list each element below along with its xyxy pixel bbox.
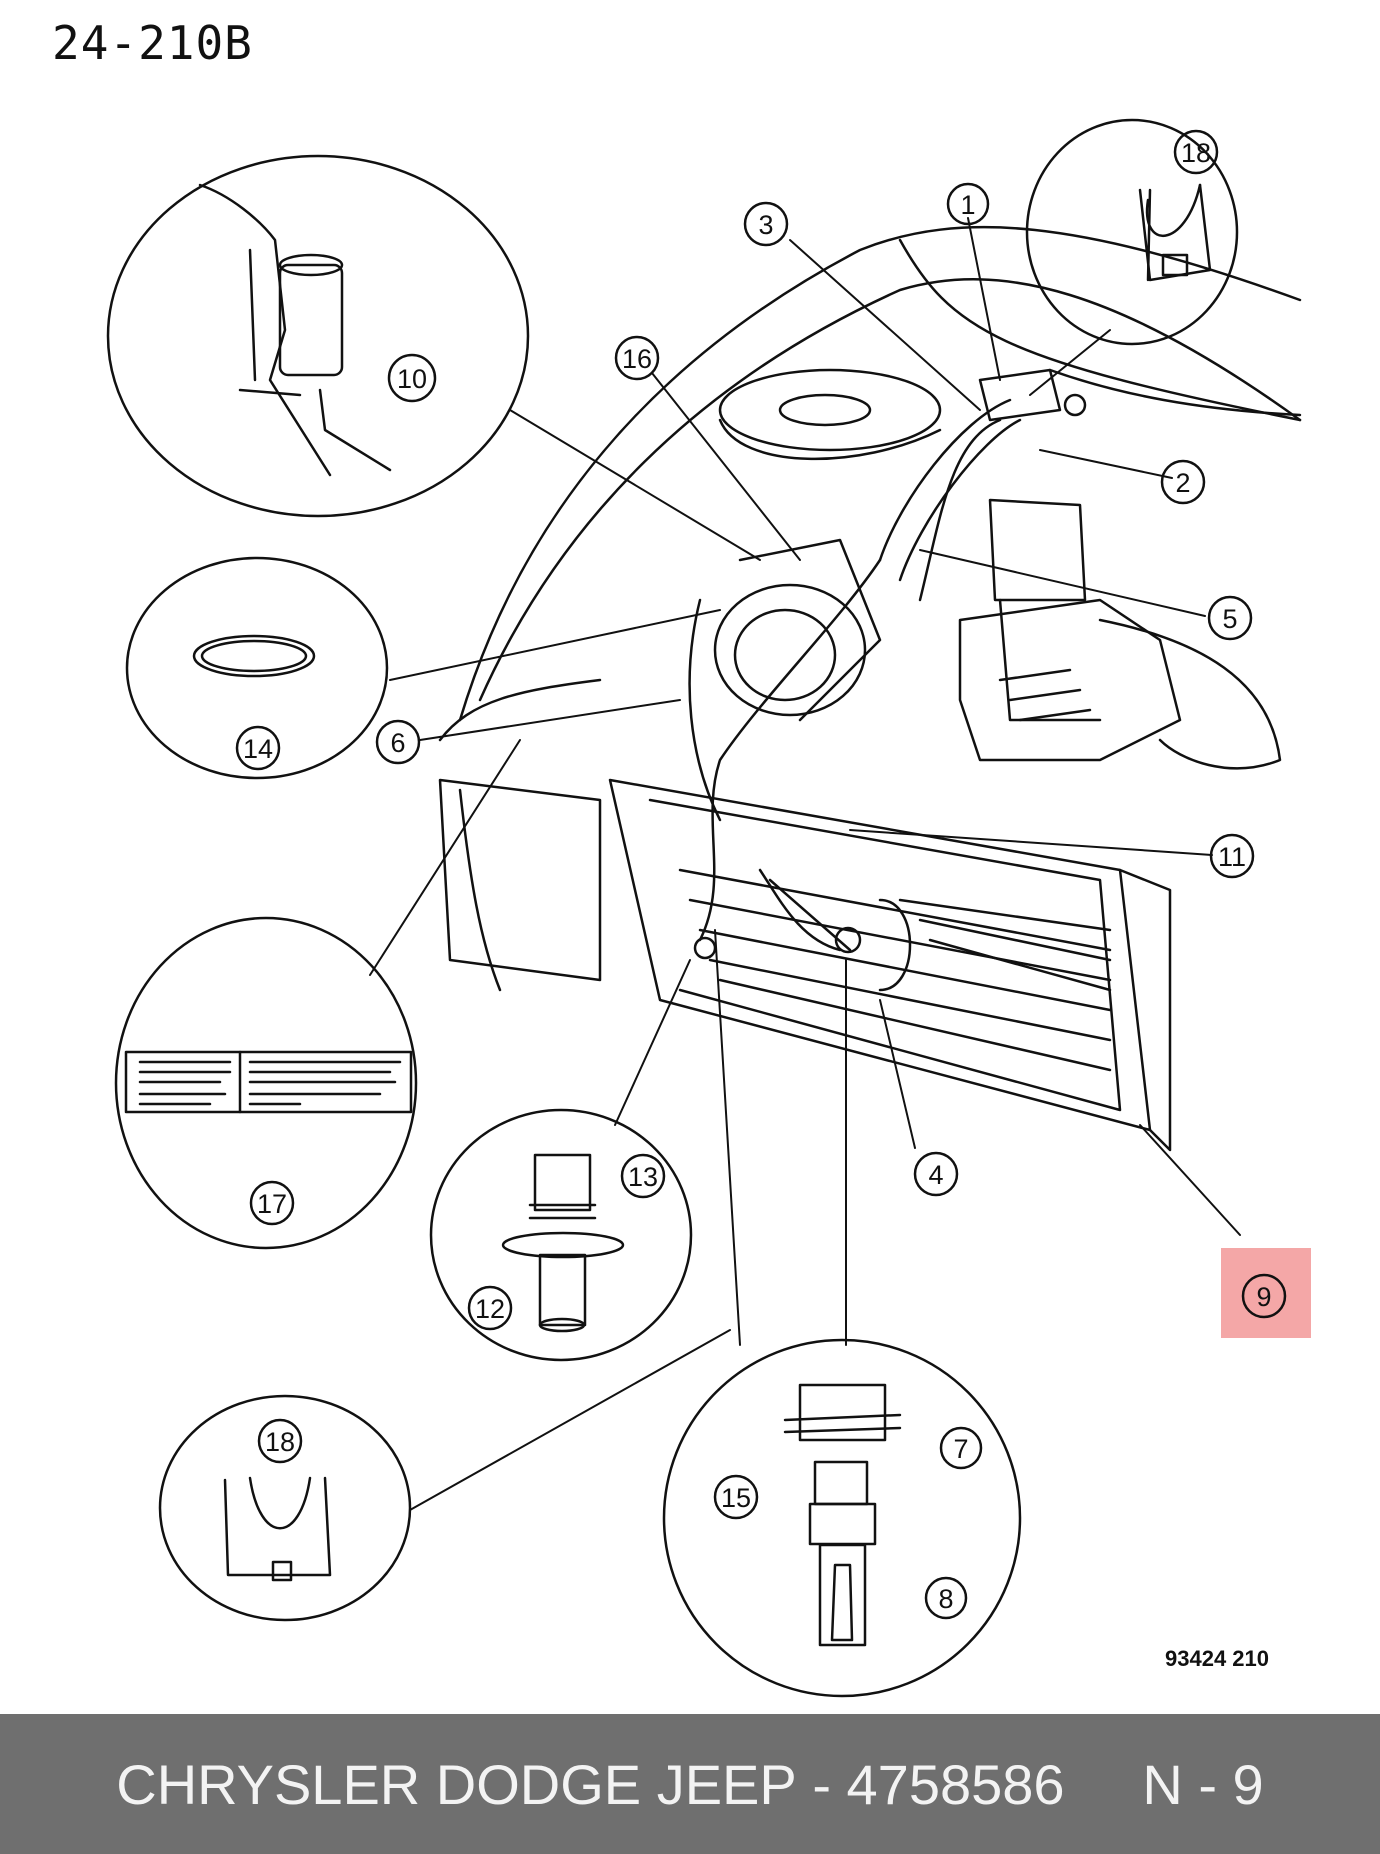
footer-index: N - 9 [1142, 1752, 1264, 1816]
svg-text:15: 15 [721, 1483, 751, 1513]
svg-text:16: 16 [622, 344, 652, 374]
detail-10-receiver-drier [106, 154, 530, 518]
svg-text:5: 5 [1222, 604, 1237, 634]
footer-brand: CHRYSLER DODGE JEEP [116, 1752, 797, 1816]
svg-text:6: 6 [390, 728, 405, 758]
callout-18-bottom: 18 [257, 1418, 303, 1464]
callout-17: 17 [249, 1180, 295, 1226]
callout-9: 9 [1241, 1273, 1287, 1319]
callout-10: 10 [387, 353, 437, 403]
engine-bay-drawing [438, 225, 1302, 1152]
svg-text:3: 3 [758, 210, 773, 240]
callouts: 1 2 3 4 5 6 7 8 9 10 11 12 13 14 15 16 1… [235, 129, 1287, 1620]
detail-17-caution-label [114, 916, 418, 1250]
footer-gap [1065, 1752, 1143, 1817]
svg-text:8: 8 [938, 1584, 953, 1614]
svg-text:7: 7 [953, 1434, 968, 1464]
detail-18-clip-top [1025, 118, 1239, 346]
callout-15: 15 [713, 1474, 759, 1520]
svg-text:11: 11 [1218, 842, 1246, 872]
callout-5: 5 [1207, 595, 1253, 641]
callout-highlight [1221, 1248, 1311, 1338]
page-code: 24-210B [52, 16, 253, 70]
footer-bar: CHRYSLER DODGE JEEP - 4758586 N - 9 [0, 1714, 1380, 1854]
callout-1: 1 [946, 182, 990, 226]
detail-7-8-15-pressure-switch [662, 1338, 1022, 1698]
svg-text:1: 1 [960, 190, 975, 220]
drawing-code: 93424 210 [1165, 1646, 1269, 1671]
callout-18-top: 18 [1173, 129, 1219, 175]
callout-13: 13 [620, 1153, 666, 1199]
callout-14: 14 [235, 725, 281, 771]
callout-12: 12 [467, 1285, 513, 1331]
callout-7: 7 [939, 1426, 983, 1470]
svg-text:12: 12 [475, 1294, 505, 1324]
footer-part-number: 4758586 [846, 1752, 1065, 1816]
footer-separator: - [796, 1752, 847, 1816]
callout-6: 6 [375, 719, 421, 765]
svg-text:17: 17 [257, 1189, 287, 1219]
svg-text:2: 2 [1175, 468, 1190, 498]
svg-text:10: 10 [397, 364, 427, 394]
callout-4: 4 [913, 1151, 959, 1197]
exploded-parts-diagram: 1 2 3 4 5 6 7 8 9 10 11 12 13 14 15 16 1… [106, 118, 1302, 1698]
callout-3: 3 [743, 201, 789, 247]
svg-text:14: 14 [243, 734, 273, 764]
callout-2: 2 [1160, 459, 1206, 505]
svg-text:4: 4 [928, 1160, 943, 1190]
detail-12-13-fitting [429, 1108, 693, 1362]
callout-16: 16 [614, 335, 660, 381]
svg-text:18: 18 [265, 1427, 295, 1457]
detail-18-clip-bottom [158, 1394, 412, 1622]
callout-8: 8 [924, 1576, 968, 1620]
detail-14-o-ring [125, 556, 389, 780]
svg-text:18: 18 [1181, 138, 1211, 168]
leader-lines [369, 217, 1241, 1511]
svg-text:9: 9 [1256, 1282, 1271, 1312]
svg-text:13: 13 [628, 1162, 658, 1192]
callout-11: 11 [1209, 833, 1255, 879]
